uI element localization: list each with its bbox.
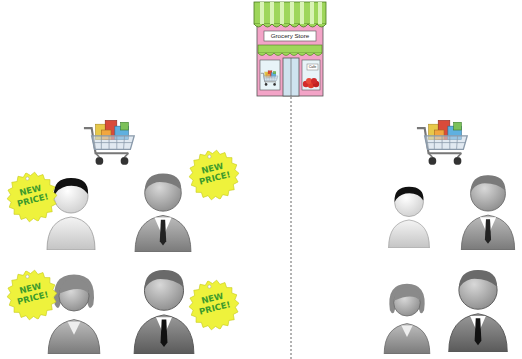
price-badge: NEW PRICE! xyxy=(184,275,245,336)
person-icon xyxy=(134,270,194,354)
price-badge: NEW PRICE! xyxy=(2,167,63,228)
shopping-cart xyxy=(84,120,134,164)
person-icon xyxy=(135,174,191,252)
person-icon xyxy=(389,187,430,248)
person-icon xyxy=(449,270,508,352)
divider-line xyxy=(291,97,292,359)
person-icon xyxy=(461,175,514,250)
door-sign: Cafe xyxy=(307,64,318,70)
shopping-cart xyxy=(417,120,467,164)
price-badge: NEW PRICE! xyxy=(184,145,245,206)
person-icon xyxy=(48,274,100,354)
price-badge: NEW PRICE! xyxy=(2,265,63,326)
person-icon xyxy=(384,284,430,354)
store-sign: Grocery Store xyxy=(264,31,316,41)
grocery-store xyxy=(254,2,326,96)
